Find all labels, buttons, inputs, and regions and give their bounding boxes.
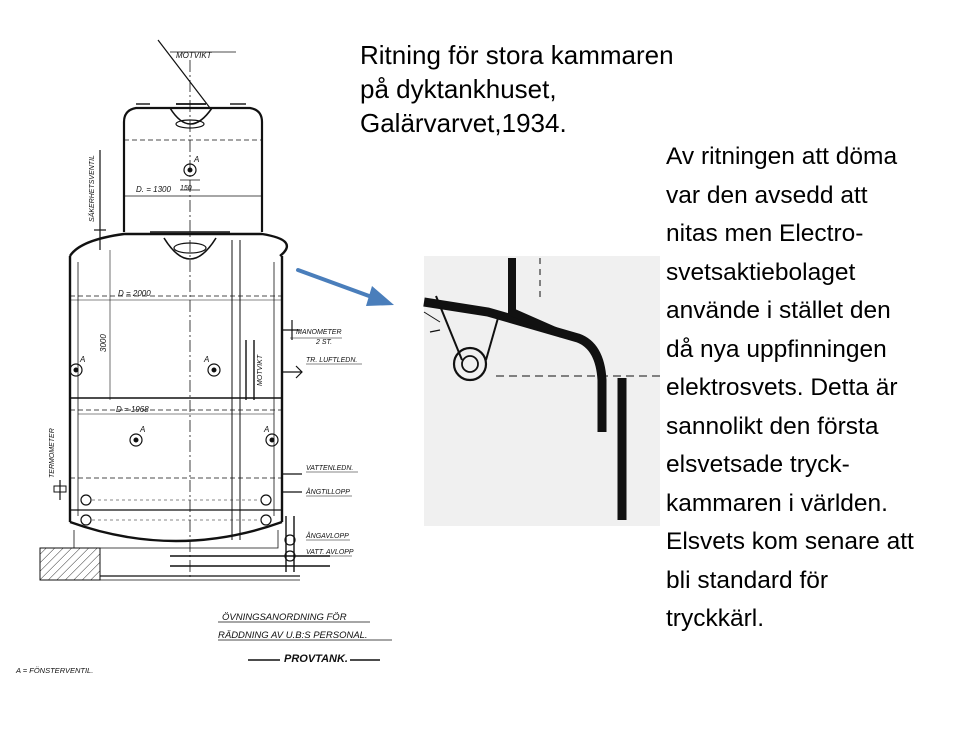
label-d1300: D. = 1300: [136, 185, 171, 194]
arrow-icon: [296, 268, 394, 306]
body-line: använde i stället den: [666, 297, 891, 324]
body-line: elsvetsade tryck-: [666, 451, 850, 478]
slide-title-line: på dyktankhuset,: [360, 74, 557, 104]
label-d2000: D = 2000: [118, 289, 151, 298]
valve-label-a: A: [263, 425, 269, 434]
body-line: elektrosvets. Detta är: [666, 374, 898, 401]
valve-label-a: A: [203, 355, 209, 364]
body-line: Elsvets kom senare att: [666, 528, 914, 555]
tank-elevation-drawing: [39, 39, 392, 661]
label-manometer: MANOMETER: [296, 329, 342, 336]
valve-label-a: A: [79, 355, 85, 364]
slide-title-line: Galärvarvet,1934.: [360, 108, 567, 138]
slide-title: Ritning för stora kammaren på dyktankhus…: [360, 38, 674, 140]
valve-label-a: A: [139, 425, 145, 434]
drawing-caption-line: ÖVNINGSANORDNING FÖR: [222, 612, 347, 623]
label-termometer: TERMOMETER: [49, 428, 56, 478]
body-line: kammaren i världen.: [666, 489, 888, 517]
valve-label-a: A: [193, 155, 199, 164]
label-motvikt-top: MOTVIKT: [176, 51, 213, 60]
drawing-labels: MOTVIKT SÄKERHETSVENTIL D. = 1300 150 D …: [15, 51, 368, 675]
label-dim3000: 3000: [99, 334, 108, 352]
body-line: Av ritningen att döma: [666, 143, 898, 170]
label-vattenledn: VATTENLEDN.: [306, 465, 353, 472]
label-tr-luftledn: TR. LUFTLEDN.: [306, 357, 357, 364]
body-line: svetsaktiebolaget: [666, 258, 856, 286]
slide-title-line: Ritning för stora kammaren: [360, 40, 674, 70]
label-angavlopp: ÅNGAVLOPP: [305, 531, 349, 540]
drawing-caption-title: PROVTANK.: [284, 653, 348, 665]
body-line: bli standard för: [666, 566, 829, 594]
body-line: då nya uppfinningen: [666, 335, 887, 363]
label-sakerhetsventil: SÄKERHETSVENTIL: [88, 155, 96, 222]
label-dim150: 150: [180, 185, 192, 192]
slide-body-text: Av ritningen att döma var den avsedd att…: [666, 138, 960, 639]
drawing-legend: A = FÖNSTERVENTIL.: [15, 666, 93, 675]
drawing-caption-line: RÄDDNING AV U.B:S PERSONAL.: [218, 630, 368, 641]
label-d1968: D = 1968: [116, 405, 149, 414]
body-line: tryckkärl.: [666, 605, 764, 632]
body-line: var den avsedd att: [666, 181, 868, 209]
label-motvikt-side: MOTVIKT: [257, 354, 264, 386]
body-line: sannolikt den första: [666, 412, 879, 440]
label-manometer-count: 2 ST.: [315, 339, 332, 346]
label-vatt-avlopp: VATT. AVLOPP: [306, 549, 354, 556]
label-angtillopp: ÅNGTILLOPP: [305, 487, 350, 496]
weld-detail-image: [423, 256, 660, 526]
body-line: nitas men Electro-: [666, 220, 864, 247]
